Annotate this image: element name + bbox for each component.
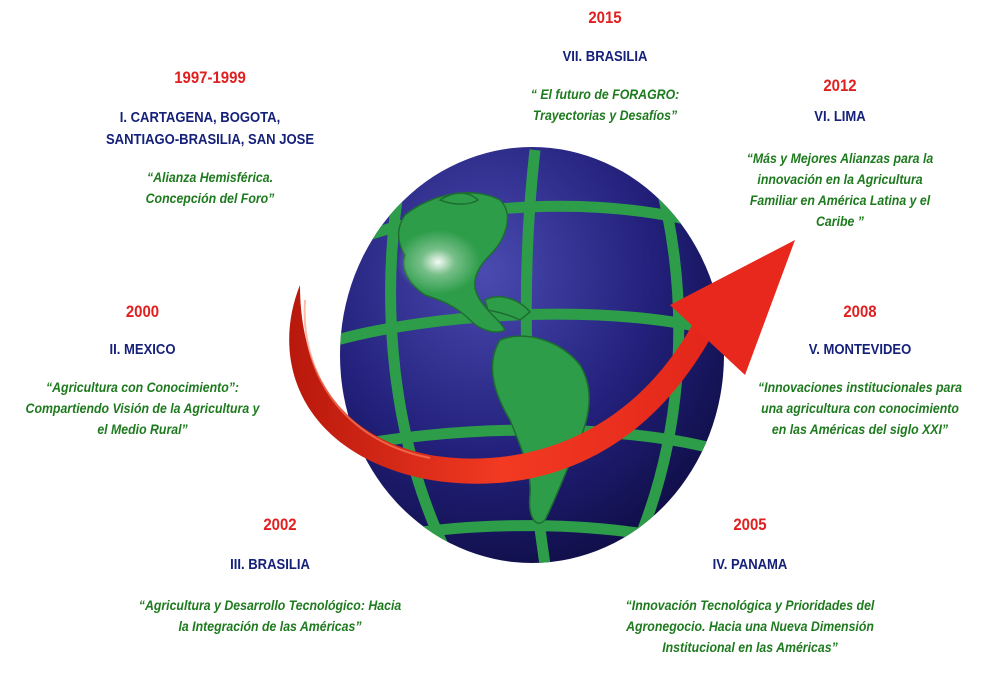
meeting-quote: Agronegocio. Hacia una Nueva Dimensión [626, 618, 874, 634]
year-label: 2008 [843, 302, 877, 321]
meeting-quote: Trayectorias y Desafíos” [532, 107, 678, 123]
meeting-quote: “Agricultura y Desarrollo Tecnológico: H… [138, 597, 402, 613]
year-label: 1997-1999 [174, 68, 246, 87]
meeting-quote: Familiar en América Latina y el [749, 192, 931, 208]
meeting-quote: Institucional en las Américas” [662, 639, 838, 655]
year-label: 2002 [263, 515, 297, 534]
meeting-quote: “Innovación Tecnológica y Prioridades de… [625, 597, 875, 613]
meeting-title: SANTIAGO-BRASILIA, SAN JOSE [105, 132, 315, 148]
meeting-quote: Compartiendo Visión de la Agricultura y [25, 400, 260, 416]
meeting-block-2015: 2015 VII. BRASILIA “ El futuro de FORAGR… [480, 8, 730, 126]
meeting-title: I. CARTAGENA, BOGOTA, [119, 110, 281, 126]
meeting-title: V. MONTEVIDEO [808, 342, 912, 358]
meeting-quote: la Integración de las Américas” [178, 618, 362, 634]
meeting-block-2000: 2000 II. MEXICO “Agricultura con Conocim… [0, 302, 285, 440]
meeting-quote: “Innovaciones institucionales para [757, 379, 963, 395]
meeting-quote: Caribe ” [816, 213, 864, 229]
meeting-title: II. MEXICO [109, 342, 176, 358]
year-label: 2000 [125, 302, 160, 321]
meeting-title: IV. PANAMA [712, 557, 788, 573]
meeting-block-1997: 1997-1999 I. CARTAGENA, BOGOTA, SANTIAGO… [90, 68, 330, 209]
meeting-quote: una agricultura con conocimiento [761, 400, 959, 416]
curved-arrow-icon [289, 240, 795, 484]
meeting-quote: “Alianza Hemisférica. [146, 169, 273, 185]
year-label: 2005 [733, 515, 767, 534]
meeting-title: VII. BRASILIA [562, 49, 648, 65]
meeting-quote: Concepción del Foro” [145, 190, 275, 206]
meeting-block-2008: 2008 V. MONTEVIDEO “Innovaciones institu… [725, 302, 981, 440]
meeting-quote: “Más y Mejores Alianzas para la [746, 150, 934, 166]
meeting-block-2005: 2005 IV. PANAMA “Innovación Tecnológica … [590, 515, 910, 658]
meeting-quote: “Agricultura con Conocimiento”: [45, 379, 240, 395]
meeting-quote: “ El futuro de FORAGRO: [530, 86, 680, 102]
meeting-block-2012: 2012 VI. LIMA “Más y Mejores Alianzas pa… [715, 76, 965, 232]
meeting-block-2002: 2002 III. BRASILIA “Agricultura y Desarr… [110, 515, 430, 637]
meeting-title: VI. LIMA [814, 109, 866, 125]
meeting-quote: en las Américas del siglo XXI” [771, 421, 949, 437]
year-label: 2012 [823, 76, 857, 95]
year-label: 2015 [588, 8, 622, 27]
meeting-title: III. BRASILIA [230, 557, 310, 573]
meeting-quote: innovación en la Agricultura [757, 171, 923, 187]
meeting-quote: el Medio Rural” [97, 421, 188, 437]
